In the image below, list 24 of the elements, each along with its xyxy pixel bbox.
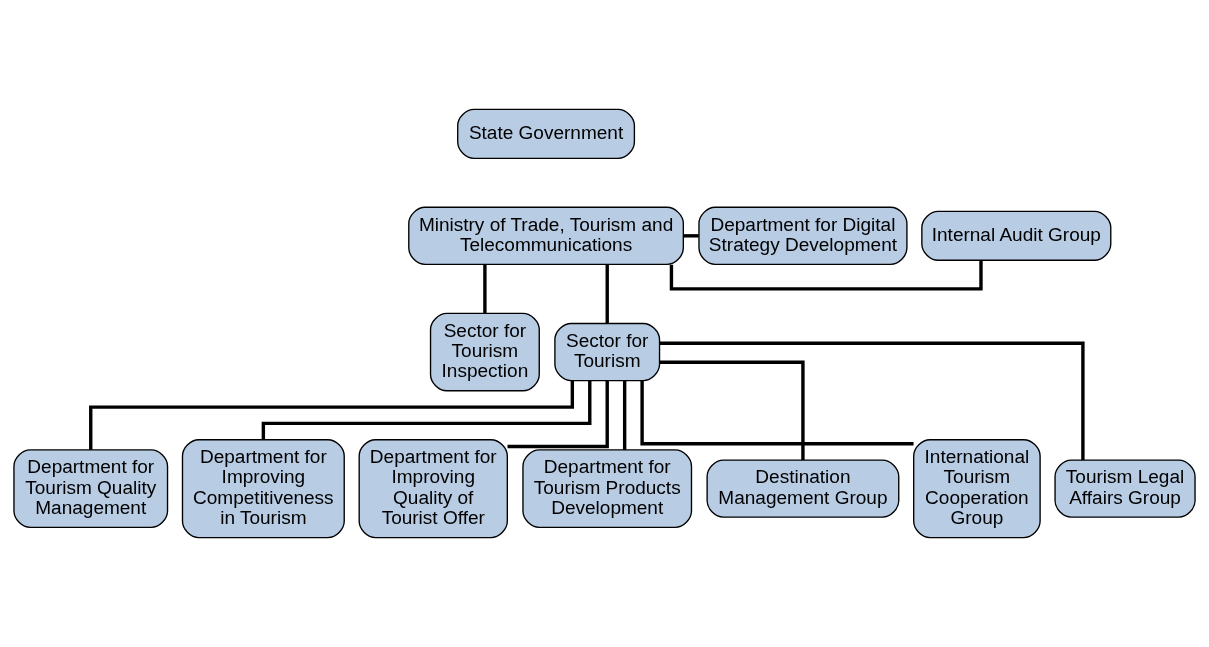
node-box: Department for Digital Strategy Development bbox=[698, 206, 908, 266]
node-box: State Government bbox=[457, 108, 636, 160]
node-box: Internal Audit Group bbox=[921, 210, 1112, 261]
connector bbox=[640, 381, 914, 446]
connector bbox=[622, 381, 627, 450]
node-box: Department for Improving Competitiveness in Tourism bbox=[181, 439, 345, 539]
node-box: International Tourism Cooperation Group bbox=[913, 439, 1041, 539]
node-box: Destination Management Group bbox=[706, 459, 900, 518]
connector bbox=[683, 234, 699, 238]
node-box: Sector for Tourism bbox=[554, 322, 661, 382]
node-box: Department for Improving Quality of Tourist Offer bbox=[358, 439, 508, 539]
connector bbox=[659, 341, 1085, 460]
connector bbox=[507, 380, 609, 449]
connector bbox=[605, 264, 609, 324]
connector bbox=[659, 360, 805, 460]
node-box: Sector for Tourism Inspection bbox=[429, 312, 540, 392]
connector bbox=[669, 260, 983, 291]
connector bbox=[89, 380, 575, 450]
node-box: Department for Tourism Quality Management bbox=[13, 449, 169, 529]
node-box: Tourism Legal Affairs Group bbox=[1054, 459, 1196, 518]
node-box: Ministry of Trade, Tourism and Telecommunications bbox=[408, 206, 684, 266]
node-box: Department for Tourism Products Development bbox=[522, 449, 693, 529]
connector bbox=[261, 380, 592, 440]
connector bbox=[483, 264, 487, 314]
